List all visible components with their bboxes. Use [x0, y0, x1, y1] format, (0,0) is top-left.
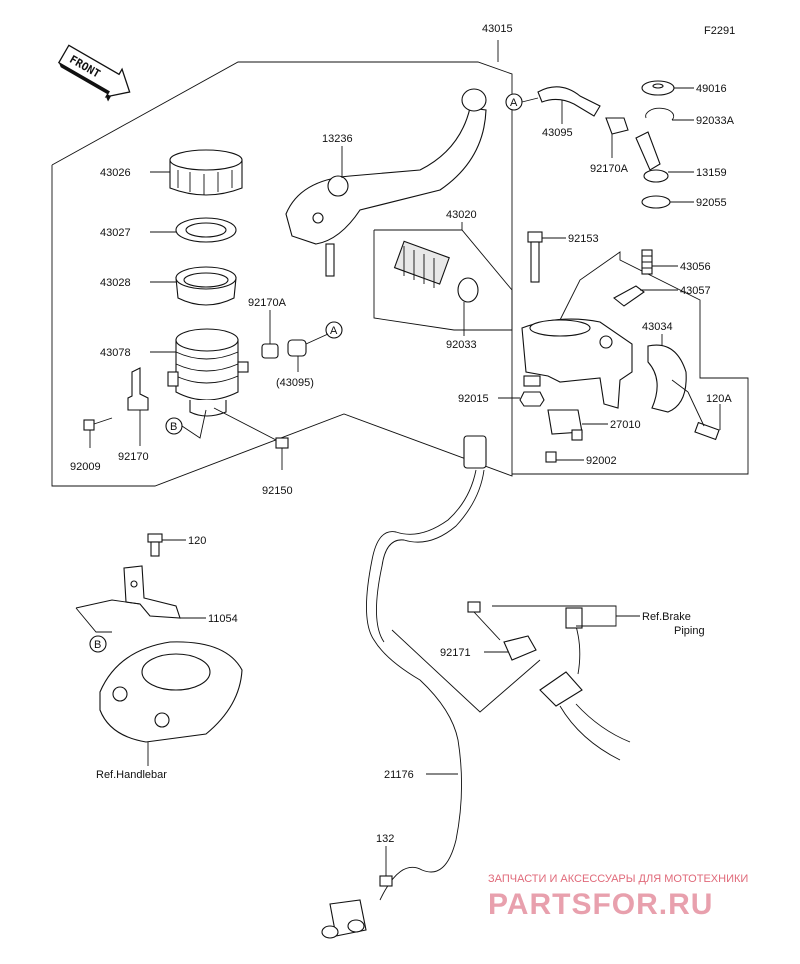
fitting-13159	[635, 131, 669, 183]
marker-a-right: A	[510, 97, 518, 109]
leader-120a-c	[687, 391, 705, 427]
callout-92170a-right: 92170A	[590, 163, 629, 175]
callout-132: 132	[376, 833, 394, 845]
callout-92033a: 92033A	[696, 115, 735, 127]
leader-21176-box	[391, 629, 541, 713]
watermark-brand: PARTSFOR.RU	[488, 888, 713, 921]
callout-21176: 21176	[384, 769, 414, 781]
callout-120a: 120A	[706, 393, 732, 405]
clip-92170a-right	[605, 117, 629, 135]
callout-43057: 43057	[680, 285, 711, 297]
callout-43026: 43026	[100, 167, 131, 179]
front-arrow-icon: FRONT	[57, 44, 131, 102]
callout-43056: 43056	[680, 261, 711, 273]
callout-92170: 92170	[118, 451, 149, 463]
bleeder-cap-43057	[613, 285, 645, 307]
callout-43078: 43078	[100, 347, 131, 359]
marker-a-right-leader	[521, 97, 539, 103]
leader-120a-b	[671, 379, 689, 393]
clip-92170a-left	[261, 339, 307, 359]
marker-b-bottom-circle	[89, 635, 107, 653]
figure-code: F2291	[704, 25, 735, 37]
callout-92009: 92009	[70, 461, 101, 473]
screw-92009	[83, 417, 113, 431]
handlebar-holder	[99, 641, 243, 743]
brake-piping	[539, 607, 631, 761]
callout-43095: 43095	[542, 127, 573, 139]
callout-92002: 92002	[586, 455, 617, 467]
diaphragm-43028	[175, 266, 237, 306]
switch-cable-21176	[366, 435, 487, 901]
leader-b-bracket-b	[75, 607, 112, 633]
bolt-120	[147, 533, 163, 557]
callout-43015: 43015	[482, 23, 513, 35]
circlip-92033a	[645, 107, 675, 121]
marker-b-bottom: B	[94, 639, 101, 651]
marker-a-left-circle	[325, 321, 343, 339]
bolt-132	[379, 875, 393, 887]
marker-a-left-leader	[305, 333, 329, 345]
callout-49016: 49016	[696, 83, 727, 95]
watermark-line1: ЗАПЧАСТИ И АКСЕССУАРЫ ДЛЯ МОТОТЕХНИКИ	[488, 873, 748, 885]
marker-b-left-leader	[181, 409, 207, 439]
o-ring-92055	[641, 195, 671, 209]
cap-49016	[641, 80, 675, 96]
brake-lever-13236	[285, 88, 487, 277]
piston-assembly-43020	[393, 240, 479, 303]
callout-92171: 92171	[440, 647, 471, 659]
leader-ref-brake	[492, 605, 617, 627]
bolt-92171	[467, 601, 537, 661]
assembly-right-outline	[512, 251, 749, 475]
callout-92015: 92015	[458, 393, 489, 405]
bracket-11054	[123, 565, 181, 619]
bolt-92153	[527, 231, 543, 283]
callout-43020: 43020	[446, 209, 477, 221]
leader-b-bracket-a	[75, 599, 141, 609]
assembly-43020-outline	[373, 229, 513, 331]
ref-brake-line1: Ref.Brake	[642, 611, 691, 623]
assembly-43015-outline	[51, 61, 513, 487]
callout-120: 120	[188, 535, 206, 547]
callout-13236: 13236	[322, 133, 353, 145]
callout-43034: 43034	[642, 321, 673, 333]
callout-11054: 11054	[208, 613, 238, 625]
ref-brake-line2: Piping	[674, 625, 705, 637]
callout-43095-paren: (43095)	[276, 377, 314, 389]
callout-92170a-left: 92170A	[248, 297, 287, 309]
ref-handlebar: Ref.Handlebar	[96, 769, 167, 781]
marker-b-left: B	[170, 421, 177, 433]
callout-92150: 92150	[262, 485, 293, 497]
callout-43028: 43028	[100, 277, 131, 289]
bracket-92170	[127, 367, 149, 411]
reservoir-cap-43026	[169, 149, 243, 196]
marker-a-left: A	[330, 325, 338, 337]
diaphragm-plate-43027	[175, 217, 237, 243]
reservoir-43078	[167, 328, 249, 417]
holder-43034	[647, 344, 687, 413]
nut-92015	[519, 391, 545, 407]
screw-92002	[545, 451, 557, 463]
callout-92153: 92153	[568, 233, 599, 245]
callout-13159: 13159	[696, 167, 727, 179]
master-cylinder-body	[521, 318, 633, 409]
bolt-120a	[694, 421, 720, 441]
callout-92033: 92033	[446, 339, 477, 351]
brake-switch-27010	[547, 409, 583, 441]
bleeder-43056	[641, 249, 653, 275]
callout-92055: 92055	[696, 197, 727, 209]
bolt-92150	[213, 407, 289, 470]
sensor-plug	[321, 899, 367, 939]
callout-27010: 27010	[610, 419, 641, 431]
hose-43095	[537, 86, 601, 117]
callout-43027: 43027	[100, 227, 131, 239]
